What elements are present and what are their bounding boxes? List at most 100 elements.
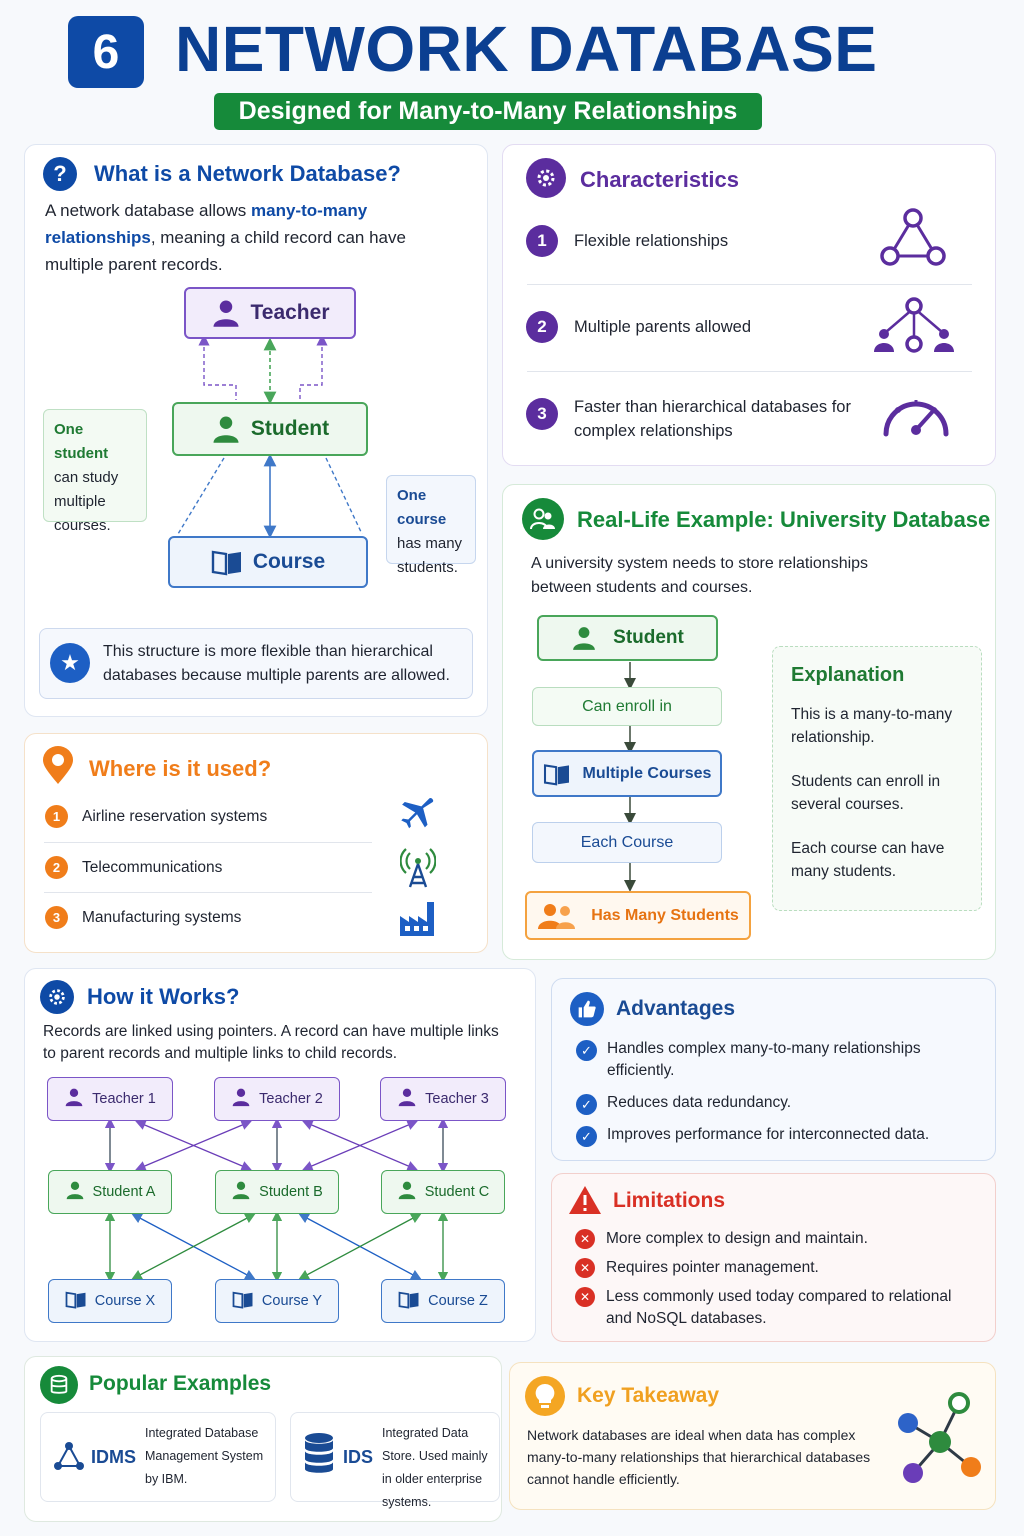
how-student-3: Student C bbox=[381, 1170, 505, 1214]
node-teacher-label: Teacher bbox=[250, 301, 330, 324]
question-icon: ? bbox=[43, 157, 77, 191]
advantages-card bbox=[551, 978, 996, 1161]
student-course-link bbox=[298, 1213, 422, 1280]
page-title: NETWORK DATABASE bbox=[175, 13, 878, 85]
what-is-description: A network database allows many-to-many r… bbox=[45, 197, 465, 278]
note-one-student-text: can study multiple courses. bbox=[54, 469, 119, 534]
explanation-text-2: Students can enroll in several courses. bbox=[791, 773, 941, 813]
x-icon: ✕ bbox=[575, 1258, 595, 1278]
limitation-item-3: Less commonly used today compared to rel… bbox=[606, 1288, 952, 1327]
what-is-title: What is a Network Database? bbox=[94, 161, 401, 186]
limitations-card bbox=[551, 1173, 996, 1342]
divider bbox=[527, 284, 972, 285]
how-course-3: Course Z bbox=[381, 1279, 505, 1323]
note-one-course-title: One course bbox=[397, 487, 447, 528]
where-item-3: Manufacturing systems bbox=[82, 909, 242, 926]
how-student-label: Student C bbox=[424, 1184, 490, 1200]
characteristics-title: Characteristics bbox=[580, 167, 739, 192]
node-course-label: Course bbox=[252, 550, 326, 573]
person-icon bbox=[65, 1180, 85, 1204]
note-one-course: One course has many students. bbox=[386, 475, 476, 576]
telecom-tower-icon bbox=[400, 848, 436, 888]
what-text-part: A network database allows bbox=[45, 201, 252, 220]
example-idms-name: IDMS bbox=[91, 1447, 136, 1467]
check-icon: ✓ bbox=[576, 1040, 597, 1061]
people-icon bbox=[538, 903, 576, 929]
limitation-item-1: More complex to design and maintain. bbox=[606, 1230, 868, 1247]
char-number-2: 2 bbox=[526, 311, 558, 343]
flow-multiple-courses: Multiple Courses bbox=[532, 750, 722, 797]
how-it-works-title: How it Works? bbox=[87, 984, 240, 1009]
person-icon bbox=[231, 1087, 251, 1111]
key-takeaway-card bbox=[509, 1362, 996, 1510]
x-icon: ✕ bbox=[575, 1229, 595, 1249]
flow-each-course-label: Each Course bbox=[580, 833, 674, 851]
lightbulb-icon bbox=[525, 1376, 565, 1416]
advantage-item-2: Reduces data redundancy. bbox=[607, 1094, 792, 1111]
person-icon bbox=[397, 1087, 417, 1111]
page-subtitle: Designed for Many-to-Many Relationships bbox=[214, 93, 762, 130]
flow-student: Student bbox=[537, 615, 718, 661]
how-teacher-label: Teacher 3 bbox=[425, 1091, 489, 1107]
flexibility-callout bbox=[39, 628, 473, 699]
advantages-title: Advantages bbox=[616, 997, 736, 1020]
example-ids-name: IDS bbox=[343, 1447, 374, 1467]
explanation-text-3: Each course can have many students. bbox=[791, 840, 945, 880]
example-description: A university system needs to store relat… bbox=[531, 555, 869, 596]
divider bbox=[44, 842, 372, 843]
flow-can-enroll: Can enroll in bbox=[532, 687, 722, 726]
how-student-label: Student B bbox=[259, 1184, 323, 1200]
person-icon bbox=[231, 1180, 251, 1204]
explanation-text-1: This is a many-to-many relationship. bbox=[791, 706, 953, 746]
flow-has-many-students-label: Has Many Students bbox=[591, 906, 739, 924]
how-teacher-label: Teacher 1 bbox=[92, 1091, 156, 1107]
note-one-course-text: has many students. bbox=[397, 535, 463, 576]
advantage-item-1: Handles complex many-to-many relationshi… bbox=[607, 1040, 921, 1079]
how-it-works-description: Records are linked using pointers. A rec… bbox=[43, 1023, 499, 1062]
server-stack-icon bbox=[305, 1433, 333, 1473]
key-takeaway-title: Key Takeaway bbox=[577, 1384, 720, 1407]
multiple-parents-icon bbox=[874, 297, 954, 353]
flow-can-enroll-label: Can enroll in bbox=[582, 697, 672, 715]
star-icon: ★ bbox=[50, 643, 90, 683]
person-icon bbox=[213, 416, 239, 443]
example-title: Real-Life Example: University Database bbox=[577, 507, 991, 532]
limitations-title: Limitations bbox=[613, 1189, 726, 1212]
section-number-badge: 6 bbox=[68, 16, 144, 88]
node-teacher: Teacher bbox=[184, 287, 356, 339]
how-course-label: Course Y bbox=[261, 1293, 323, 1309]
where-number-2: 2 bbox=[45, 856, 68, 879]
person-icon bbox=[213, 300, 238, 327]
speedometer-icon bbox=[883, 400, 949, 437]
person-icon bbox=[397, 1180, 417, 1204]
explanation-title: Explanation bbox=[791, 664, 905, 686]
book-icon bbox=[65, 1290, 87, 1313]
book-icon bbox=[232, 1290, 254, 1313]
molecule-network-icon bbox=[898, 1392, 981, 1483]
how-teacher-1: Teacher 1 bbox=[47, 1077, 173, 1121]
database-icon bbox=[40, 1366, 78, 1404]
char-item-2: Multiple parents allowed bbox=[574, 318, 752, 336]
gear-icon bbox=[526, 158, 566, 198]
how-student-label: Student A bbox=[92, 1184, 156, 1200]
popular-examples-title: Popular Examples bbox=[89, 1372, 272, 1395]
gear-icon bbox=[40, 980, 74, 1014]
how-course-1: Course X bbox=[48, 1279, 172, 1323]
triangle-network-icon bbox=[880, 208, 946, 266]
where-item-2: Telecommunications bbox=[82, 859, 223, 876]
divider bbox=[527, 371, 972, 372]
how-student-2: Student B bbox=[215, 1170, 339, 1214]
teacher-student-link bbox=[135, 1120, 252, 1171]
flow-multiple-courses-label: Multiple Courses bbox=[582, 764, 712, 782]
book-icon bbox=[398, 1290, 420, 1313]
where-number-1: 1 bbox=[45, 805, 68, 828]
char-number-3: 3 bbox=[526, 398, 558, 430]
check-icon: ✓ bbox=[576, 1126, 597, 1147]
network-graph-icon bbox=[54, 1442, 84, 1470]
how-teacher-3: Teacher 3 bbox=[380, 1077, 506, 1121]
student-course-link bbox=[131, 1213, 256, 1280]
teacher-student-link bbox=[302, 1120, 418, 1171]
